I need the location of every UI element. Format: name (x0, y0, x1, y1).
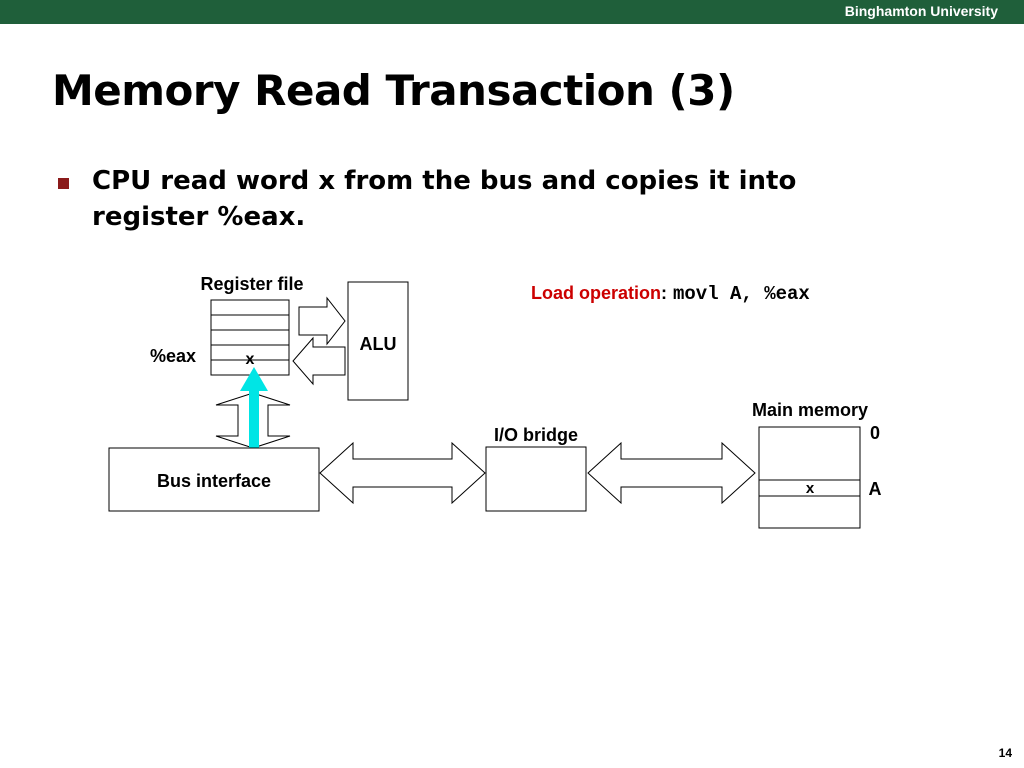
address-a-label: A (869, 479, 882, 499)
university-name: Binghamton University (844, 3, 998, 19)
memory-block-bottom (758, 495, 861, 529)
register-file-label: Register file (200, 274, 303, 294)
alu-box (347, 281, 409, 401)
load-operation-label: Load operation (531, 283, 661, 303)
page-number: 14 (998, 746, 1012, 760)
io-bridge-label: I/O bridge (494, 425, 578, 445)
bullet-text: CPU read word x from the bus and copies … (92, 166, 797, 232)
main-memory-label: Main memory (752, 400, 868, 420)
memory-block-top (758, 426, 861, 481)
memory-double-arrow-icon (587, 441, 756, 505)
register-value: x (246, 351, 255, 368)
header-bar: Binghamton University (0, 0, 1024, 24)
memory-value: x (806, 480, 815, 497)
slide-title: Memory Read Transaction (3) (52, 66, 735, 115)
io-bridge-box (485, 446, 587, 512)
load-instruction: movl A, %eax (673, 283, 810, 305)
load-colon: : (661, 283, 667, 303)
bullet-square-icon (58, 178, 69, 189)
bus-interface-label: Bus interface (157, 471, 271, 491)
register-file (210, 299, 290, 376)
arrow-from-alu-icon (292, 336, 346, 386)
data-transfer-arrow-icon (240, 367, 268, 391)
main-memory (758, 426, 861, 529)
load-operation-line: Load operation: movl A, %eax (531, 283, 810, 305)
bus-double-arrow-icon (319, 441, 486, 505)
data-transfer-arrow-shaft (249, 388, 259, 451)
address-zero-label: 0 (870, 423, 880, 443)
bus-interface-box (108, 447, 320, 512)
arrow-to-alu-icon (298, 296, 346, 346)
register-row (210, 314, 290, 331)
alu-label: ALU (360, 334, 397, 354)
eax-label: %eax (150, 346, 196, 366)
register-row (210, 299, 290, 316)
register-row (210, 329, 290, 346)
